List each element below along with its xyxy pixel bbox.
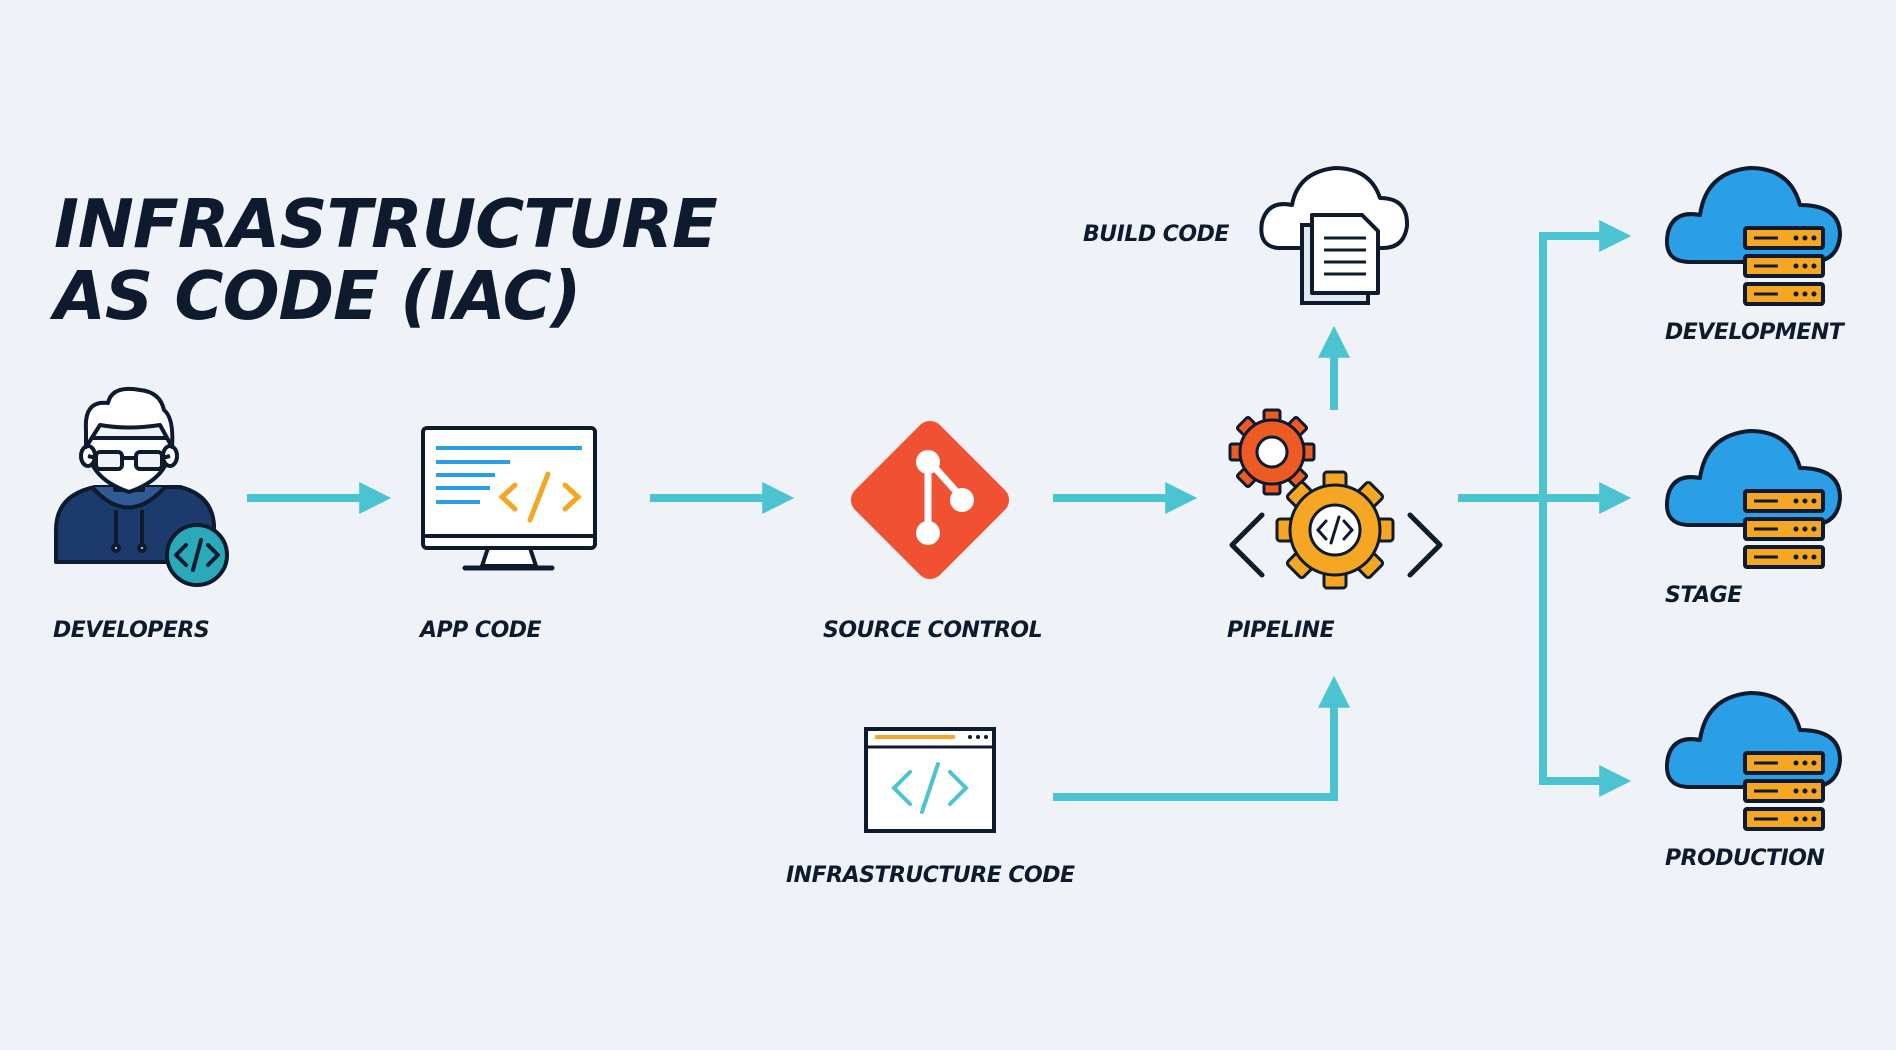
cloud-server-icon-production [1664, 691, 1842, 831]
arrow-infrastructure-code-to-pipeline [1053, 675, 1350, 801]
build-cloud-document-icon [1259, 166, 1410, 305]
monitor-code-icon [421, 426, 597, 571]
code-window-icon [864, 727, 996, 833]
title-line-2: AS CODE (IAC) [54, 257, 581, 335]
label-development: DEVELOPMENT [1665, 320, 1844, 345]
label-source-control: SOURCE CONTROL [823, 618, 1043, 643]
label-production: PRODUCTION [1665, 846, 1825, 871]
label-developers: DEVELOPERS [53, 618, 210, 643]
label-app-code: APP CODE [420, 618, 542, 643]
title-line-1: INFRASTRUCTURE [54, 185, 718, 263]
flow-arrows [247, 220, 1632, 801]
pipeline-gears-icon [1228, 408, 1443, 590]
label-build-code: BUILD CODE [1083, 222, 1229, 247]
diagram-title: INFRASTRUCTURE AS CODE (IAC) [54, 185, 718, 335]
label-infrastructure-code: INFRASTRUCTURE CODE [786, 863, 1075, 888]
cloud-server-icon [1665, 166, 1842, 306]
developer-icon [54, 386, 229, 587]
label-stage: STAGE [1665, 583, 1742, 608]
label-pipeline: PIPELINE [1227, 618, 1335, 643]
cloud-server-icon-stage [1664, 429, 1842, 569]
git-icon [850, 420, 1010, 580]
